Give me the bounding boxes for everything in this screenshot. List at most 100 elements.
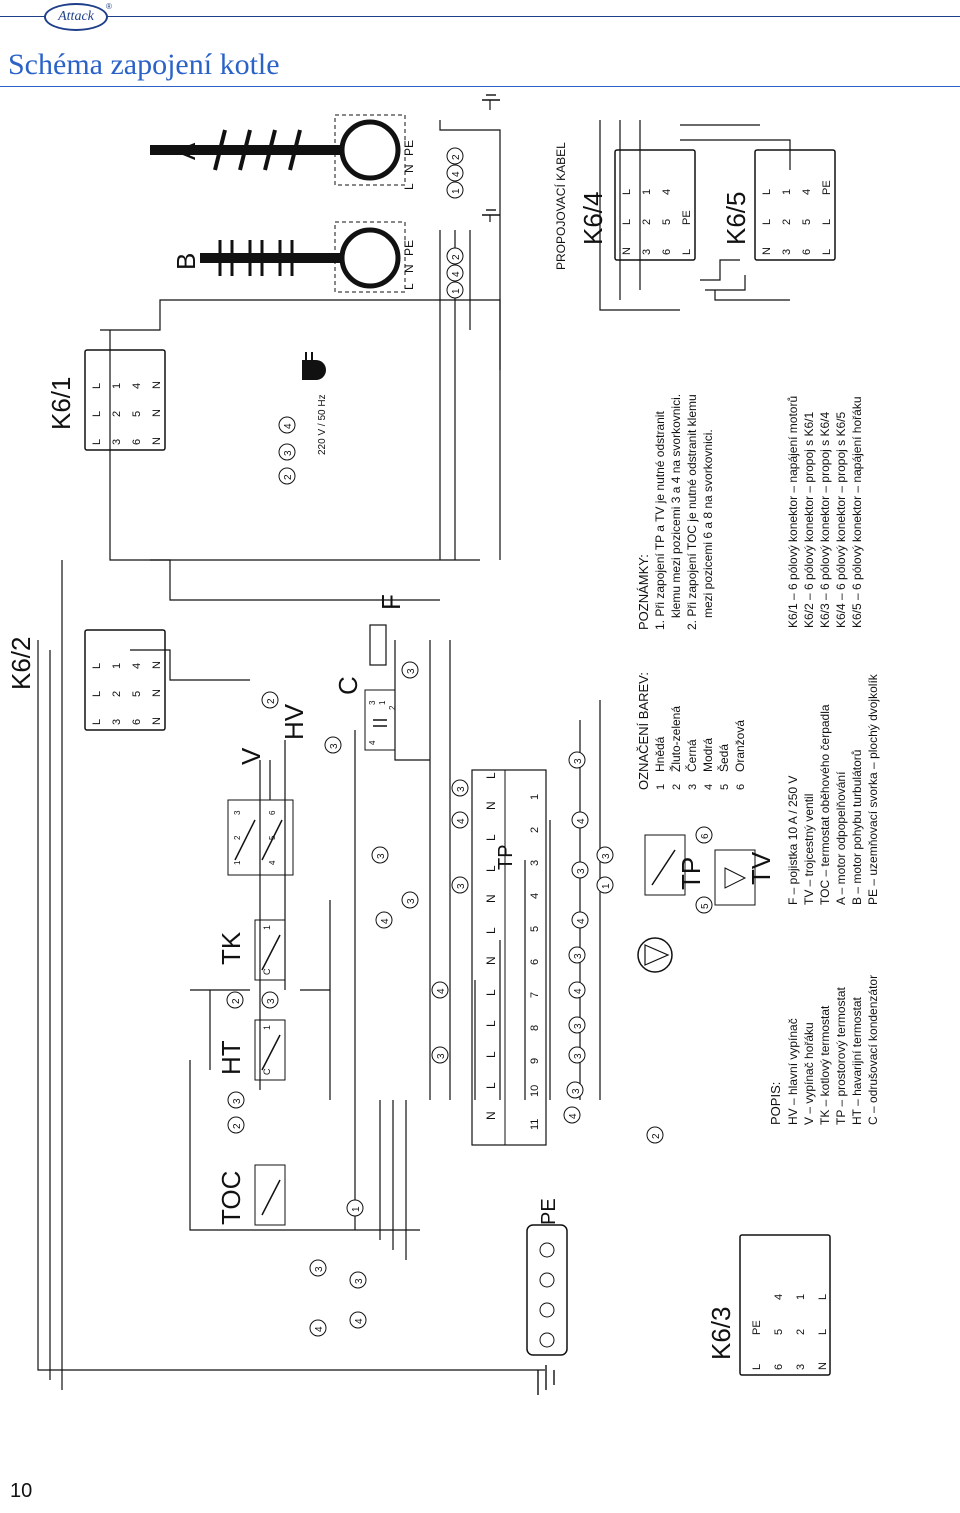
wire-marker-21: 3 — [573, 1053, 584, 1059]
wire-marker-33-ring — [278, 443, 296, 461]
wire-marker-23: 4 — [573, 988, 584, 994]
wire-marker-5-ring — [227, 1116, 245, 1134]
motor-b-label: B — [171, 253, 201, 270]
k64-pin-3-1: PE — [681, 210, 693, 225]
k63-pin-0-1: PE — [751, 1320, 763, 1335]
motor-b-wire-1-ring — [446, 264, 464, 282]
popis-col2-0: F – pojistka 10 A / 250 V — [786, 776, 800, 905]
tv-label: TV — [746, 851, 776, 885]
k65-pin-3-0: L — [821, 249, 833, 255]
popis-col1-4: HT – havarijní termostat — [850, 997, 864, 1125]
k61-pin-3-1: N — [151, 409, 163, 417]
wire-marker-7-ring — [261, 991, 279, 1009]
wire-marker-27: 4 — [576, 818, 587, 824]
switch-v: V HV — [227, 703, 309, 876]
k64-pin-1-2: 1 — [641, 189, 653, 195]
page-number: 10 — [10, 1480, 33, 1502]
k65-pin-1-0: 3 — [781, 249, 793, 255]
wire-marker-5: 2 — [232, 1123, 243, 1129]
connector-desc-1: K6/2 – 6 pólový konektor – propoj s K6/1 — [802, 412, 816, 628]
wires — [37, 100, 791, 1390]
k62-pin-1-2: 1 — [111, 663, 123, 669]
c-pin-2: 4 — [368, 740, 377, 745]
wire-markers: 34341233223433433434333434343312334265C1… — [226, 416, 713, 1337]
connector-desc-3: K6/4 – 6 pólový konektor – propoj s K6/5 — [834, 412, 848, 628]
k62-pin-0-0: L — [91, 719, 103, 725]
motor-b-wire-2-ring — [446, 247, 464, 265]
v-pin-5: 4 — [268, 860, 277, 865]
color-name-5: Oranžová — [733, 720, 747, 772]
wire-marker-3: 4 — [354, 1318, 365, 1324]
wire-marker-13-ring — [401, 891, 419, 909]
popis-col2-3: A – motor odpopelňování — [834, 771, 848, 905]
v-pin-4: 5 — [268, 835, 277, 840]
fuse-f: F — [369, 594, 406, 666]
k61-pin-0-0: L — [91, 439, 103, 445]
motor-a-wire-0-ring — [446, 181, 464, 199]
wire-marker-4: 1 — [351, 1206, 362, 1212]
k61-pin-2-0: 6 — [131, 439, 143, 445]
wire-marker-12-ring — [371, 846, 389, 864]
note-line-2: 2. Při zapojení TOC je nutné odstranit k… — [685, 394, 699, 630]
wire-marker-20-ring — [566, 1081, 584, 1099]
supply-label: 220 V / 50 Hz — [317, 394, 328, 455]
wire-marker-20: 3 — [571, 1088, 582, 1094]
k63-pin-2-2: 1 — [795, 1294, 807, 1300]
popis-col2-4: B – motor pohybu turbulátorů — [850, 750, 864, 905]
legend-colors: OZNAČENÍ BAREV:1Hnědá2Žluto-zelená3Černá… — [636, 672, 747, 790]
wire-marker-25-ring — [571, 911, 589, 929]
switch-ht: HT — [216, 1019, 286, 1081]
wire-marker-15: 3 — [436, 1053, 447, 1059]
k65-label: K6/5 — [721, 192, 751, 246]
wire-marker-22: 3 — [573, 1023, 584, 1029]
wire-marker-29: 3 — [601, 853, 612, 859]
supply-plug: 220 V / 50 Hz — [302, 352, 328, 455]
note-line-1: klemu mezi pozicemi 3 a 4 na svorkovnici… — [669, 394, 683, 618]
motor-b-wire-0: 1 — [451, 288, 462, 294]
wire-marker-32: 3 — [406, 668, 417, 674]
color-name-1: Žluto-zelená — [668, 706, 683, 772]
k62-pin-2-1: 5 — [131, 691, 143, 697]
wire-marker-36-ring — [695, 826, 713, 844]
terminal-top-10: N — [484, 801, 498, 810]
wire-marker-34: 4 — [283, 423, 294, 429]
tp-label: TP — [676, 857, 706, 890]
k64-pin-0-2: L — [621, 189, 633, 195]
legend-connectors: K6/1 – 6 pólový konektor – napájení moto… — [786, 396, 864, 628]
wire-marker-33: 3 — [283, 450, 294, 456]
k62-pin-3-1: N — [151, 689, 163, 697]
wire-marker-4-ring — [346, 1199, 364, 1217]
motor-a-pin-1: N — [402, 164, 416, 173]
terminal-num-7: 4 — [529, 893, 541, 899]
terminal-top-4: L — [484, 989, 498, 996]
wire-marker-37-ring — [695, 896, 713, 914]
f-label: F — [376, 594, 406, 610]
pe-label: PE — [538, 1198, 560, 1225]
wire-marker-6: 3 — [232, 1098, 243, 1104]
motor-a-wire-2-ring — [446, 147, 464, 165]
terminal-top-8: L — [484, 865, 498, 872]
connector-desc-4: K6/5 – 6 pólový konektor – napájení hořá… — [850, 397, 864, 629]
wire-marker-2: 3 — [354, 1278, 365, 1284]
tk-label: TK — [216, 931, 246, 965]
popis-col1-3: TP – prostorový termostat — [834, 987, 848, 1125]
pump-symbol — [637, 937, 673, 973]
wire-marker-21-ring — [568, 1046, 586, 1064]
wire-marker-0: 3 — [314, 1266, 325, 1272]
wire-marker-15-ring — [431, 1046, 449, 1064]
color-name-2: Černá — [684, 739, 699, 772]
tk-pin-c: C — [262, 968, 272, 975]
terminal-num-5: 6 — [529, 959, 541, 965]
k65-pin-3-2: PE — [821, 180, 833, 195]
terminal-num-0: 11 — [529, 1119, 541, 1130]
wire-marker-34-ring — [278, 416, 296, 434]
motor-b-wire-2: 2 — [451, 254, 462, 260]
k61-pin-2-1: 5 — [131, 411, 143, 417]
k63-label: K6/3 — [706, 1307, 736, 1361]
color-name-3: Modrá — [701, 738, 715, 772]
motor-a-wire-0: 1 — [451, 188, 462, 194]
terminal-num-8: 3 — [529, 860, 541, 866]
